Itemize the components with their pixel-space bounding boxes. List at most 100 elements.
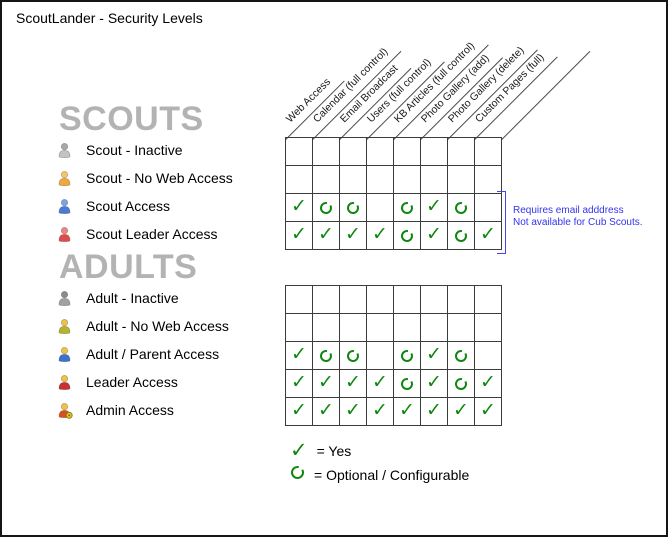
check-icon: ✓ (345, 371, 361, 393)
check-icon: ✓ (291, 195, 307, 217)
legend-item-yes: ✓ = Yes (290, 440, 351, 462)
check-icon: ✓ (318, 223, 334, 245)
permission-cell (313, 194, 340, 222)
permission-cell (448, 166, 475, 194)
permission-cell (313, 286, 340, 314)
row-label: Leader Access (86, 374, 178, 390)
permission-cell (421, 314, 448, 342)
permission-cell (475, 342, 502, 370)
optional-circle-icon (319, 201, 333, 215)
optional-circle-icon (400, 349, 414, 363)
permission-cell (394, 166, 421, 194)
permission-cell: ✓ (394, 398, 421, 426)
permission-cell (448, 194, 475, 222)
note-text: Requires email adddress Not available fo… (513, 205, 643, 228)
check-icon: ✓ (372, 223, 388, 245)
permission-cell (286, 314, 313, 342)
permission-cell: ✓ (475, 370, 502, 398)
permission-cell: ✓ (421, 370, 448, 398)
person-red-icon (56, 226, 73, 243)
permission-cell: ✓ (340, 398, 367, 426)
permission-cell (340, 314, 367, 342)
permission-cell: ✓ (475, 398, 502, 426)
permission-cell: ✓ (313, 370, 340, 398)
permission-cell (394, 370, 421, 398)
check-icon: ✓ (291, 343, 307, 365)
permission-cell (313, 314, 340, 342)
permission-cell (394, 222, 421, 250)
row-label: Admin Access (86, 402, 174, 418)
row-label: Scout - Inactive (86, 142, 183, 158)
permission-cell: ✓ (367, 370, 394, 398)
permission-cell (313, 342, 340, 370)
permission-cell (475, 194, 502, 222)
permission-cell (448, 286, 475, 314)
permission-cell: ✓ (367, 222, 394, 250)
person-blue-icon (56, 346, 73, 363)
permission-cell: ✓ (421, 194, 448, 222)
check-icon: ✓ (480, 371, 496, 393)
section-heading: ADULTS (59, 248, 198, 286)
optional-circle-icon (346, 349, 360, 363)
scouts-permissions-table: ✓✓✓✓✓✓✓✓ (285, 137, 502, 250)
permission-cell: ✓ (313, 398, 340, 426)
optional-circle-icon (290, 465, 305, 480)
permission-cell (421, 286, 448, 314)
optional-circle-icon (319, 349, 333, 363)
person-admin-icon (56, 402, 73, 419)
permission-cell (421, 166, 448, 194)
permission-cell: ✓ (340, 370, 367, 398)
check-icon: ✓ (291, 223, 307, 245)
permission-cell: ✓ (286, 398, 313, 426)
optional-circle-icon (400, 201, 414, 215)
optional-circle-icon (400, 229, 414, 243)
check-icon: ✓ (480, 399, 496, 421)
permission-cell (286, 166, 313, 194)
row-label: Adult - Inactive (86, 290, 179, 306)
row-label: Scout Access (86, 198, 171, 214)
row-label: Adult / Parent Access (86, 346, 220, 362)
check-icon: ✓ (426, 223, 442, 245)
note-bracket (497, 191, 506, 254)
check-icon: ✓ (291, 399, 307, 421)
note-line-1: Requires email adddress (513, 205, 624, 216)
check-icon: ✓ (345, 399, 361, 421)
permission-cell: ✓ (367, 398, 394, 426)
optional-circle-icon (454, 229, 468, 243)
check-icon: ✓ (399, 399, 415, 421)
row-label: Scout - No Web Access (86, 170, 233, 186)
permission-cell: ✓ (448, 398, 475, 426)
permission-cell (340, 138, 367, 166)
permission-cell (286, 138, 313, 166)
permission-cell (475, 314, 502, 342)
check-icon: ✓ (426, 195, 442, 217)
permission-cell (394, 138, 421, 166)
permission-cell (367, 138, 394, 166)
permission-cell (448, 370, 475, 398)
permission-cell (313, 166, 340, 194)
permission-cell (367, 314, 394, 342)
permission-cell: ✓ (340, 222, 367, 250)
permission-cell (394, 286, 421, 314)
check-icon: ✓ (453, 399, 469, 421)
legend-optional-label: = Optional / Configurable (314, 467, 470, 483)
optional-circle-icon (454, 377, 468, 391)
person-gray-icon (56, 290, 73, 307)
permission-cell (448, 138, 475, 166)
person-olive-icon (56, 318, 73, 335)
check-icon: ✓ (426, 371, 442, 393)
person-blue-icon (56, 198, 73, 215)
check-icon: ✓ (345, 223, 361, 245)
row-label: Scout Leader Access (86, 226, 218, 242)
section-heading: SCOUTS (59, 100, 204, 138)
permission-cell: ✓ (421, 342, 448, 370)
note-line-2: Not available for Cub Scouts. (513, 216, 643, 228)
optional-circle-icon (400, 377, 414, 391)
permission-cell (448, 314, 475, 342)
person-gray-icon (56, 142, 73, 159)
legend-yes-label: = Yes (316, 443, 352, 459)
permission-cell (340, 194, 367, 222)
check-icon: ✓ (372, 399, 388, 421)
permission-cell (367, 342, 394, 370)
